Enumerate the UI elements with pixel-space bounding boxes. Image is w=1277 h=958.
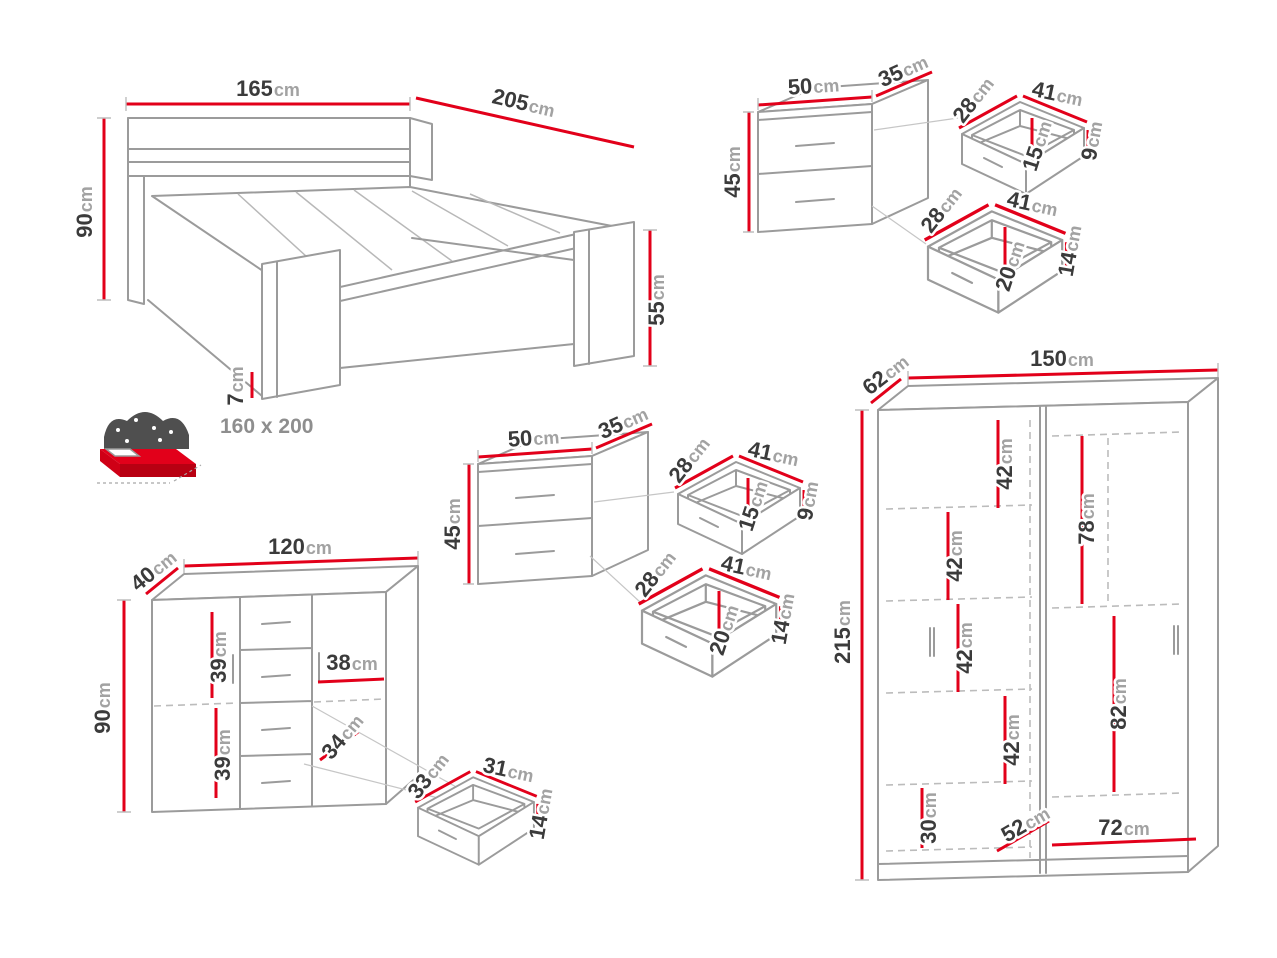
dresser-innerwidth-label: 38cm <box>326 650 378 675</box>
bed-frame-lines <box>147 225 613 397</box>
dresser-leader-lines <box>303 705 459 801</box>
dresser-width-ticks <box>183 551 419 573</box>
dresser-depth-dim-line <box>145 566 179 596</box>
dresser-width-label: 120cm <box>268 534 332 559</box>
nightstand-1-large-drawer-drawing: 28cm 41cm 14cm 20cm <box>913 181 1088 315</box>
mattress-size-icon: 160 x 200 <box>97 412 315 484</box>
bed-height-label: 90cm <box>72 186 97 238</box>
bed-mattress-hatch <box>237 189 561 279</box>
dresser-upper-label: 39cm <box>206 631 231 683</box>
mattress-front-icon <box>120 464 196 477</box>
ns2-width-label: 50cm <box>507 423 560 452</box>
wardrobe-width-ticks <box>907 363 1219 385</box>
wardrobe-height-ticks <box>855 409 869 881</box>
dresser-drawing: 40cm 120cm 90cm 39cm 39cm 38cm 34cm <box>88 532 459 813</box>
bed-mattress <box>151 186 613 297</box>
mattress-size-label: 160 x 200 <box>220 415 313 438</box>
nightstand-1-leader-lines <box>871 117 959 245</box>
wardrobe-sec3-label: 42cm <box>952 622 977 674</box>
d1-front-height-label: 9cm <box>1076 119 1107 162</box>
wardrobe-sec4-label: 42cm <box>999 714 1024 766</box>
d5-width-label: 31cm <box>481 752 537 787</box>
wardrobe-front <box>877 401 1189 881</box>
bed-footboard-ticks <box>643 229 657 367</box>
dresser-lower-label: 39cm <box>210 729 235 781</box>
bed-headboard-lines <box>127 117 433 181</box>
d2-width-label: 41cm <box>1005 186 1061 221</box>
wardrobe-door-lines <box>877 406 1189 874</box>
wardrobe-width-label: 150cm <box>1030 346 1094 371</box>
wardrobe-rightupper-label: 78cm <box>1074 493 1099 545</box>
dresser-width-dim-line <box>183 556 419 568</box>
bed-foot-panel-right <box>573 221 635 367</box>
dresser-innerwidth-dim-line <box>317 677 385 684</box>
d3-width-label: 41cm <box>746 436 802 471</box>
wardrobe-sec2-label: 42cm <box>942 530 967 582</box>
mattress-measure-guides <box>97 464 202 484</box>
wardrobe-side <box>1187 377 1219 873</box>
pillow-icon <box>103 448 142 457</box>
wardrobe-bottomdepth-dim-line <box>996 819 1050 853</box>
bed-foot-panel-left <box>261 249 341 400</box>
nightstand-1-shape <box>741 70 934 234</box>
wardrobe-drawing: 62cm 150cm 215cm 42cm 42cm 42cm 42cm 78c… <box>828 344 1219 881</box>
wardrobe-bottom-label: 30cm <box>916 792 941 844</box>
wardrobe-width-dim-line <box>907 368 1219 380</box>
dresser-height-ticks <box>117 599 131 813</box>
dresser-drawer-drawing: 33cm 31cm 14cm <box>400 747 559 867</box>
d1-width-label: 41cm <box>1030 76 1086 111</box>
nightstand-2-shape <box>461 422 654 586</box>
bed-drawing: 165cm 205cm 90cm 55cm 7cm <box>70 74 672 409</box>
wardrobe-sec1-label: 42cm <box>992 438 1017 490</box>
bed-left-leg-lines <box>127 117 411 305</box>
d4-front-height-label: 14cm <box>766 591 800 646</box>
nightstand-2-small-drawer-drawing: 28cm 41cm 9cm 15cm <box>661 431 825 556</box>
bed-width-ticks <box>125 97 411 111</box>
ns2-height-label: 45cm <box>440 498 465 550</box>
bed-height-ticks <box>97 117 111 301</box>
dresser-height-label: 90cm <box>90 682 115 734</box>
bed-length-dim-line <box>415 96 635 149</box>
d5-height-label: 14cm <box>524 786 558 841</box>
dresser-drawerwidth-dim-line <box>319 730 359 762</box>
nightstand-2-leader-lines <box>589 491 675 603</box>
star-dots-icon <box>116 418 173 443</box>
wardrobe-bottomwidth-dim-line <box>1051 837 1197 847</box>
headboard-icon <box>104 412 189 449</box>
bed-width-label: 165cm <box>236 76 300 101</box>
dresser-side <box>385 565 419 805</box>
ns1-width-label: 50cm <box>787 71 840 100</box>
nightstand-2-large-drawer-drawing: 28cm 41cm 14cm 20cm <box>627 545 801 679</box>
d4-width-label: 41cm <box>719 550 775 585</box>
wardrobe-height-label: 215cm <box>830 600 855 664</box>
bed-headboard <box>127 117 411 177</box>
ns1-height-label: 45cm <box>720 146 745 198</box>
nightstand-2-drawing: 50cm 35cm 45cm <box>438 401 675 603</box>
wardrobe-depth-dim-line <box>870 377 902 405</box>
dresser-shelf-lines <box>153 698 385 707</box>
wardrobe-rightlower-label: 82cm <box>1106 678 1131 730</box>
bed-base-label: 7cm <box>223 366 248 405</box>
nightstand-1-small-drawer-drawing: 28cm 41cm 9cm 15cm <box>945 71 1109 196</box>
dresser-front-lines <box>232 594 320 810</box>
mattress-side-icon <box>100 449 120 477</box>
wardrobe-bottomwidth-label: 72cm <box>1098 815 1150 840</box>
bed-footboard-label: 55cm <box>644 274 669 326</box>
